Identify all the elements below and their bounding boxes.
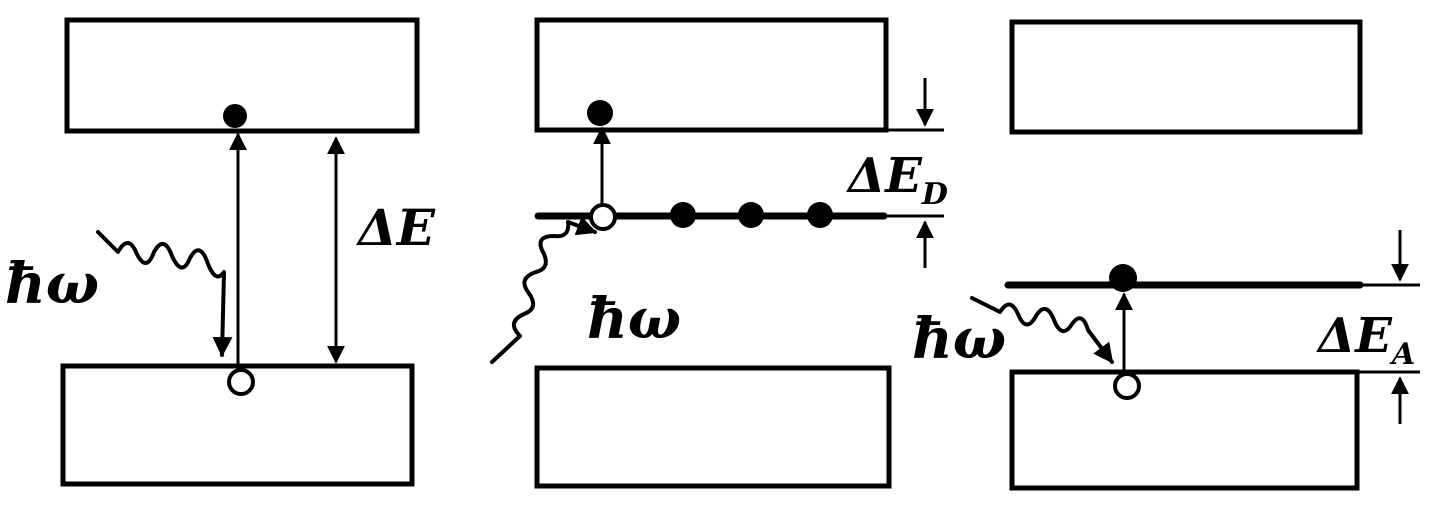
photon-wave-icon — [970, 296, 1114, 364]
photon-label: ħω — [5, 251, 99, 317]
donor-energy-main: ΔE — [846, 148, 923, 204]
conduction-band — [1009, 19, 1363, 135]
hole — [1113, 372, 1141, 400]
acceptor-energy-main: ΔE — [1316, 308, 1393, 364]
acceptor-energy-label: ΔEA — [1316, 308, 1415, 372]
electron — [223, 104, 247, 128]
acceptor-energy-sub: A — [1389, 337, 1415, 372]
panel-intrinsic: ΔE ħω — [5, 17, 436, 487]
donor-energy-label: ΔED — [846, 148, 948, 212]
panel-acceptor: ΔEA ħω — [912, 19, 1420, 491]
electron — [587, 100, 613, 126]
gap-label: ΔE — [355, 198, 436, 257]
hole — [227, 368, 255, 396]
acceptor-electron — [1109, 264, 1137, 292]
donor-electron — [807, 202, 833, 228]
photon-label: ħω — [587, 286, 681, 352]
donor-energy-sub: D — [921, 177, 948, 212]
photon-wave-icon — [96, 230, 233, 357]
valence-band — [1009, 369, 1360, 491]
donor-electron — [670, 202, 696, 228]
photon-label: ħω — [912, 306, 1006, 372]
donor-electron — [738, 202, 764, 228]
valence-band — [534, 365, 892, 489]
panel-donor: ΔED ħω — [490, 17, 948, 489]
photon-wave-icon — [490, 216, 597, 364]
ionized-donor — [589, 203, 617, 231]
